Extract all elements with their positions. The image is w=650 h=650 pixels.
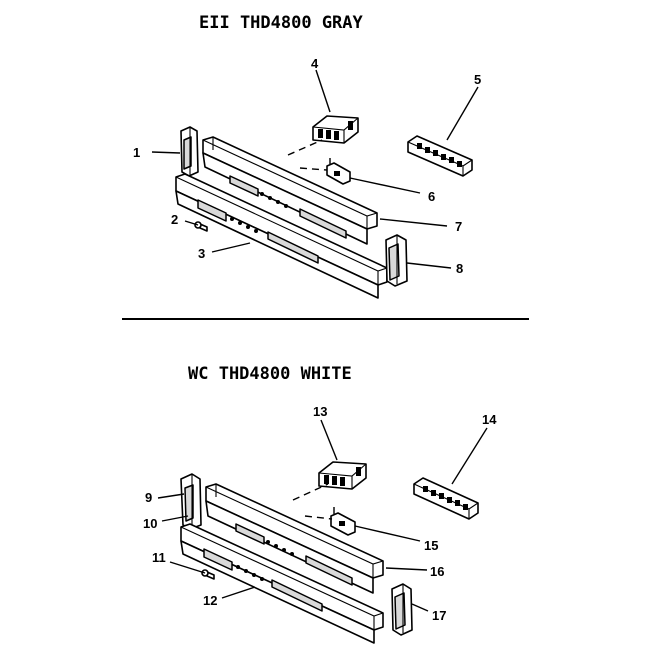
upper-section: EII THD4800 GRAY xyxy=(133,13,481,299)
part-12-control-panel-front xyxy=(180,523,384,644)
part-13-connector-block xyxy=(318,461,367,490)
callout-17: 17 xyxy=(432,608,446,623)
callout-16: 16 xyxy=(430,564,444,579)
alignment-line-15 xyxy=(304,515,333,520)
callout-9: 9 xyxy=(145,490,152,505)
alignment-line-13 xyxy=(292,483,329,501)
part-3-control-panel-front xyxy=(175,173,388,299)
upper-section-title: EII THD4800 GRAY xyxy=(199,13,364,33)
leader-17 xyxy=(411,603,429,612)
part-17-right-end-cap xyxy=(391,583,413,636)
part-5-terminal-strip xyxy=(407,135,473,177)
callout-6: 6 xyxy=(428,189,435,204)
part-8-right-end-cap xyxy=(385,234,408,287)
callout-3: 3 xyxy=(198,246,205,261)
leader-16 xyxy=(385,567,428,571)
leader-14 xyxy=(451,427,488,485)
part-2-screw xyxy=(194,221,208,232)
section-divider xyxy=(122,318,529,320)
callout-1: 1 xyxy=(133,145,140,160)
callout-4: 4 xyxy=(311,56,319,71)
part-15-switch xyxy=(330,507,356,536)
callout-10: 10 xyxy=(143,516,157,531)
leader-1 xyxy=(151,151,181,154)
part-14-terminal-strip xyxy=(413,477,479,520)
leader-2 xyxy=(184,220,199,226)
leader-5 xyxy=(446,86,479,141)
leader-13 xyxy=(320,419,338,461)
callout-7: 7 xyxy=(455,219,462,234)
part-7-control-panel-back xyxy=(202,136,378,245)
leader-4 xyxy=(315,69,331,113)
callout-11: 11 xyxy=(152,550,166,565)
leader-10 xyxy=(161,515,189,522)
callout-12: 12 xyxy=(203,593,217,608)
leader-3 xyxy=(211,242,251,253)
part-1-left-end-cap xyxy=(180,126,199,177)
part-4-connector-block xyxy=(312,115,359,144)
leader-15 xyxy=(354,525,421,542)
leader-11 xyxy=(169,561,206,574)
callout-13: 13 xyxy=(313,404,327,419)
part-16-control-panel-back xyxy=(205,483,384,594)
callout-5: 5 xyxy=(474,72,481,87)
alignment-line-6 xyxy=(299,167,328,171)
callout-15: 15 xyxy=(424,538,438,553)
leader-6 xyxy=(349,177,421,194)
part-11-screw xyxy=(201,569,215,580)
part-6-switch xyxy=(326,158,351,185)
callout-2: 2 xyxy=(171,212,178,227)
leader-7 xyxy=(379,218,448,227)
leader-9 xyxy=(157,493,185,499)
leader-12 xyxy=(221,586,256,599)
lower-section: WC THD4800 WHITE xyxy=(143,364,497,644)
part-9-left-end-cap xyxy=(180,473,202,530)
callout-8: 8 xyxy=(456,261,463,276)
lower-section-title: WC THD4800 WHITE xyxy=(188,364,352,384)
alignment-line-4 xyxy=(287,139,323,156)
leader-8 xyxy=(406,262,452,269)
callout-14: 14 xyxy=(482,412,497,427)
